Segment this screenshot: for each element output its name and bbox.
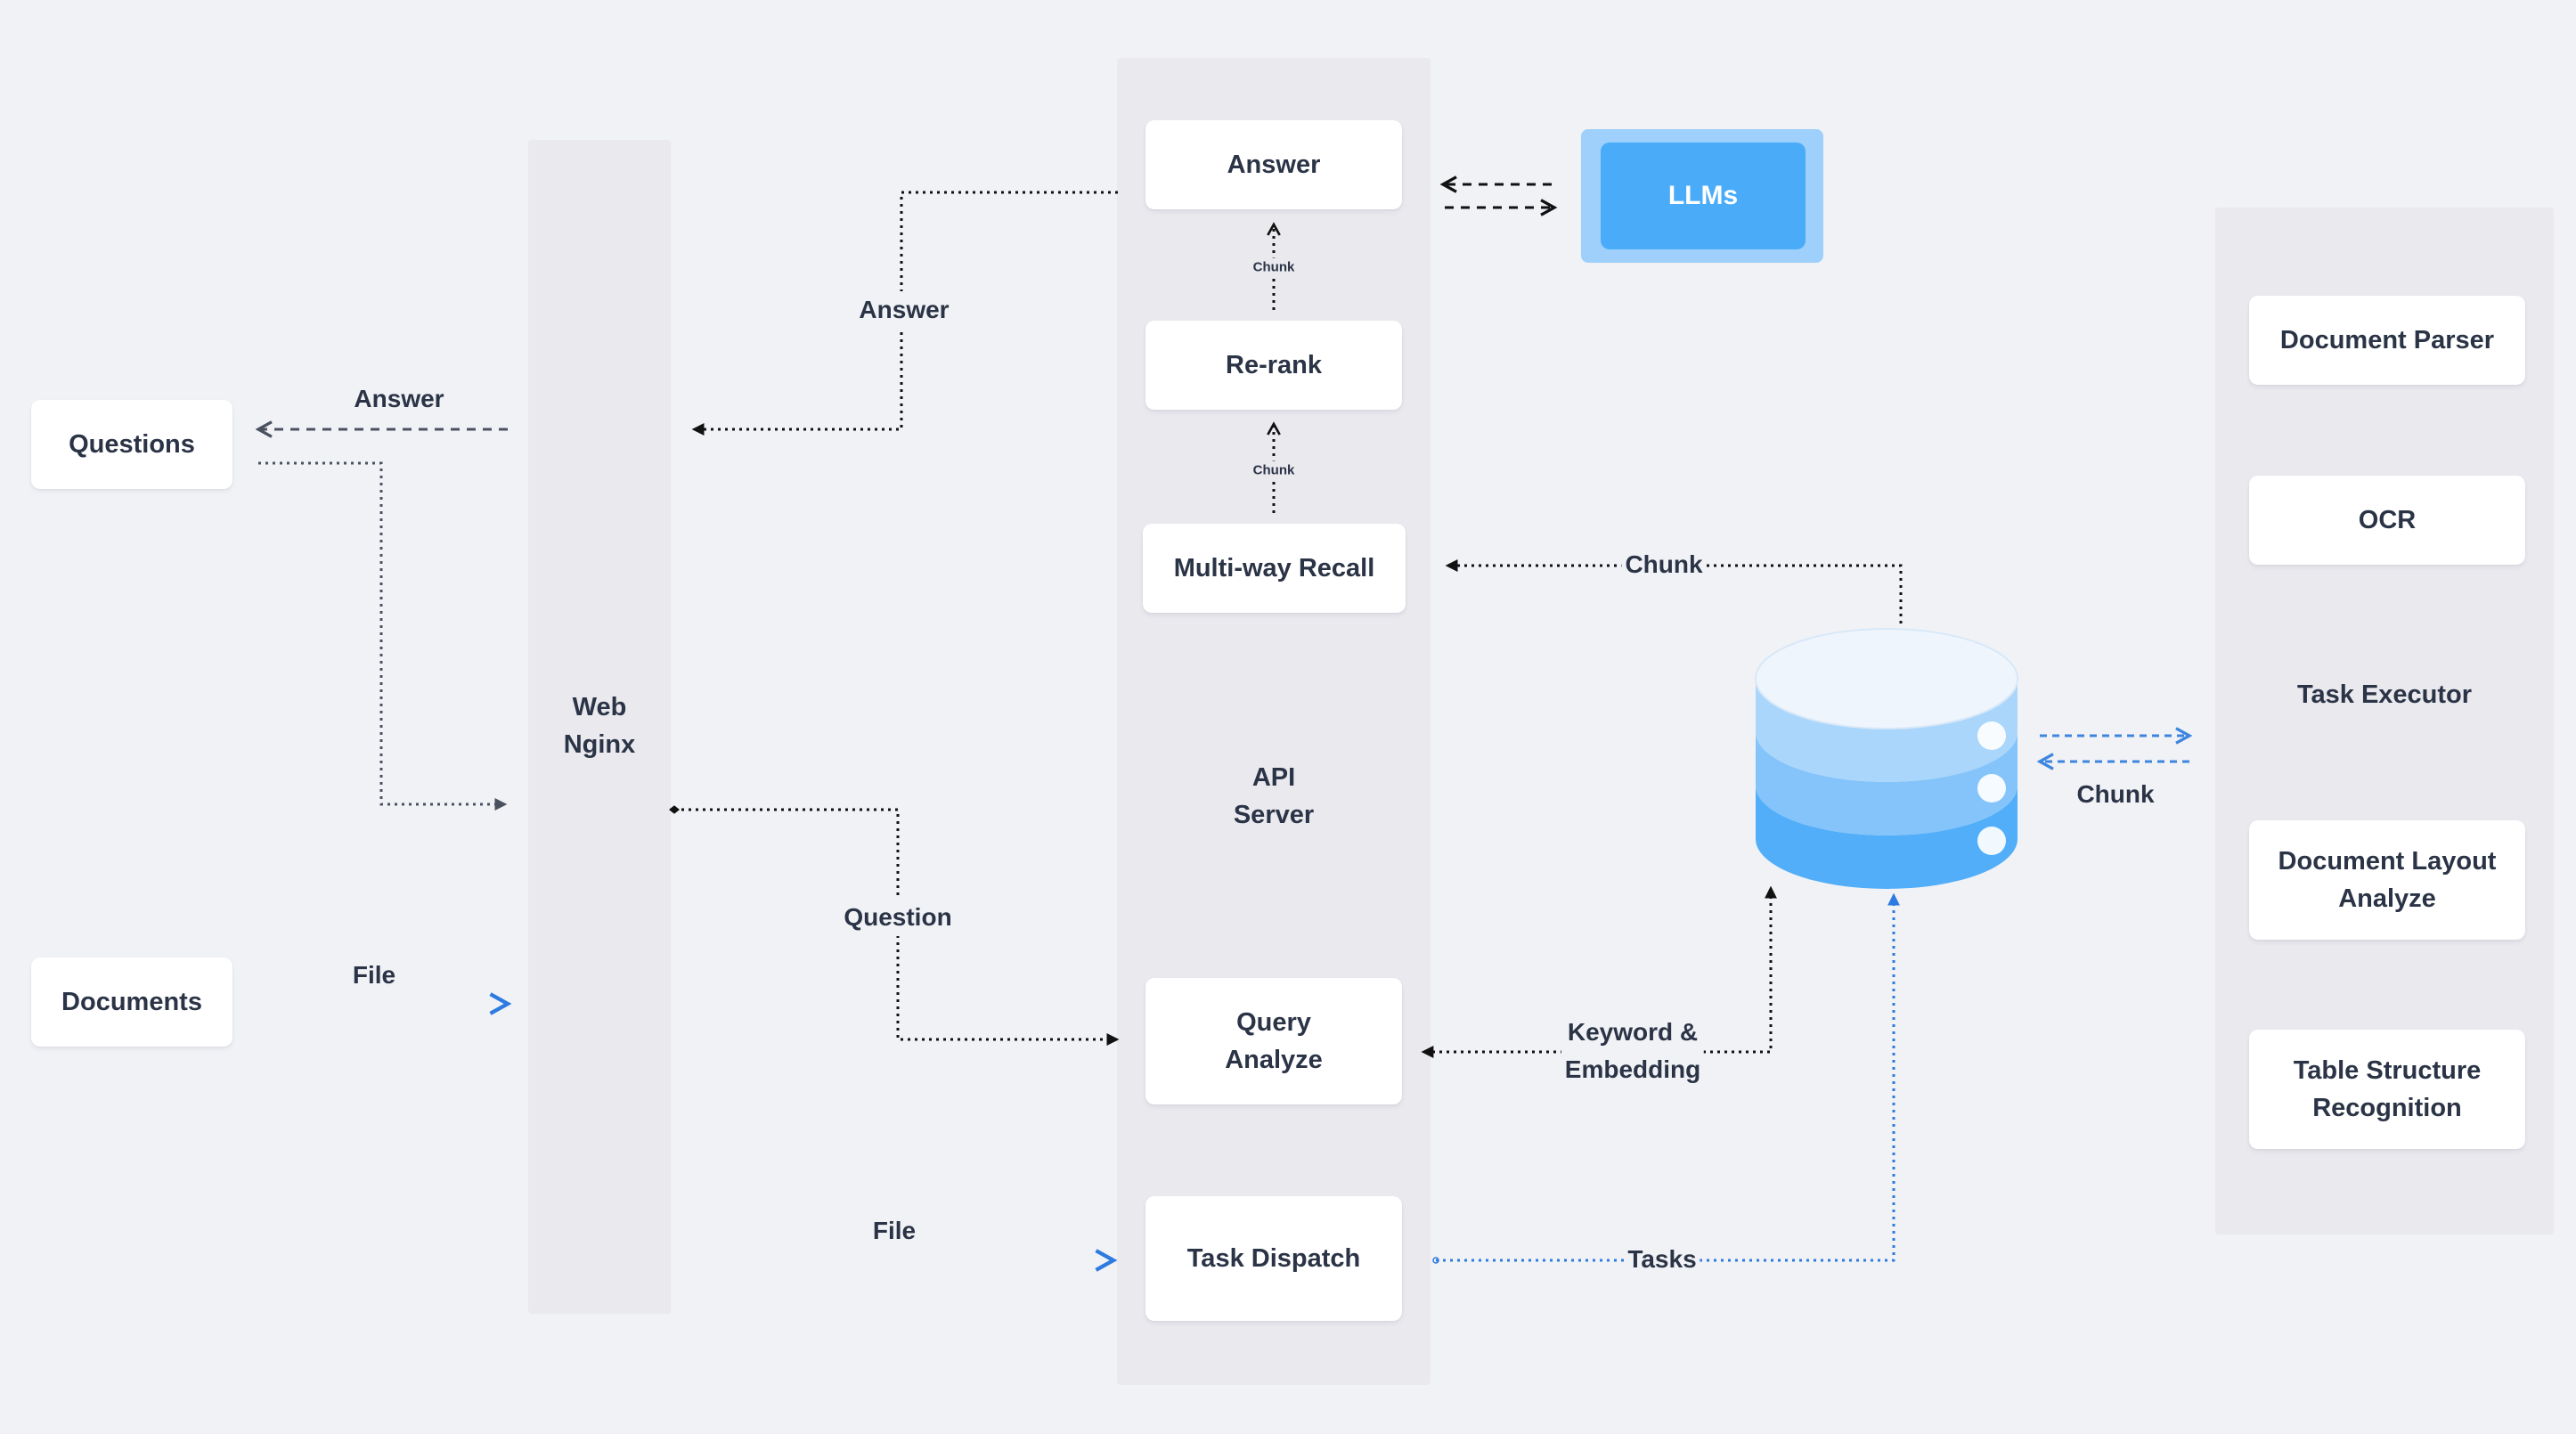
rerank-card[interactable]: Re-rank <box>1145 321 1402 410</box>
document-parser-label: Document Parser <box>2279 325 2495 354</box>
questions-label: Questions <box>69 429 195 459</box>
edge-label-file-nginx: File <box>872 1217 917 1244</box>
edge-label-file-documents: File <box>352 961 396 989</box>
llms-label: LLMs <box>1667 181 1739 210</box>
documents-card[interactable]: Documents <box>31 957 232 1047</box>
questions-card[interactable]: Questions <box>31 400 232 489</box>
edge-question <box>669 805 1120 1046</box>
edge-questions-to-nginx <box>258 461 508 811</box>
multi-way-recall-label: Multi-way Recall <box>1173 553 1375 583</box>
task-executor-title: Task Executor <box>2296 680 2473 709</box>
multi-way-recall-card[interactable]: Multi-way Recall <box>1143 524 1406 613</box>
edge-label-keyword-embedding: Keyword &Embedding <box>1561 1014 1705 1088</box>
task-dispatch-label: Task Dispatch <box>1186 1243 1361 1273</box>
edge-label-chunk-executor: Chunk <box>2076 780 2155 808</box>
answer-label: Answer <box>1227 150 1321 179</box>
answer-card[interactable]: Answer <box>1145 120 1402 209</box>
database-cylinder-icon <box>1755 628 2018 889</box>
edge-label-chunk-db-recall: Chunk <box>1621 546 1707 583</box>
llms-button[interactable]: LLMs <box>1601 143 1806 249</box>
ocr-card[interactable]: OCR <box>2249 476 2525 565</box>
edge-label-tasks: Tasks <box>1624 1241 1700 1278</box>
edge-label-answer-nginx: Answer <box>855 291 953 329</box>
rerank-label: Re-rank <box>1226 350 1322 379</box>
edge-label-answer-questions: Answer <box>354 385 444 412</box>
edge-chunk-db-recall <box>1445 559 1903 623</box>
edge-tasks <box>1432 892 1900 1264</box>
web-nginx-column <box>528 140 671 1314</box>
task-dispatch-card[interactable]: Task Dispatch <box>1145 1196 1402 1321</box>
ocr-label: OCR <box>2358 505 2417 534</box>
edge-label-chunk-recall-rerank: Chunk <box>1252 460 1295 480</box>
edge-label-chunk-rerank-answer: Chunk <box>1252 257 1295 277</box>
document-parser-card[interactable]: Document Parser <box>2249 296 2525 385</box>
documents-label: Documents <box>61 987 202 1016</box>
edge-label-question: Question <box>840 899 956 936</box>
